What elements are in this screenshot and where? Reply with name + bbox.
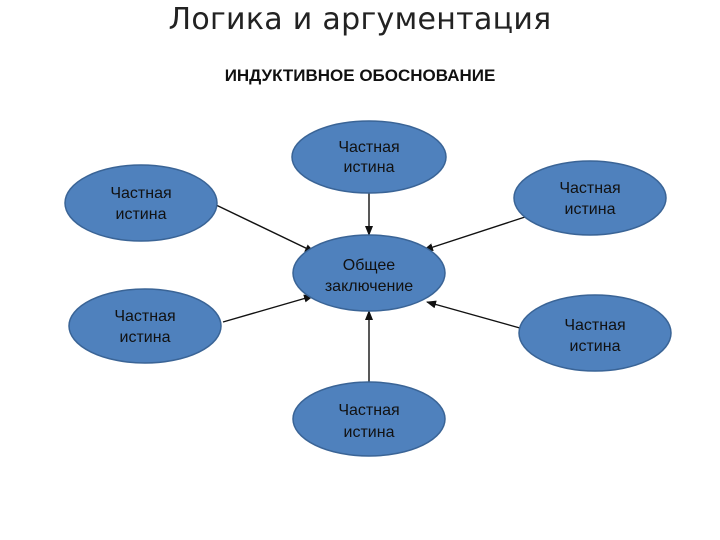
node-upper-left-line2: истина: [116, 206, 167, 223]
node-upper-left: Частная истина: [64, 164, 218, 242]
node-upper-left-line1: Частная: [110, 185, 171, 202]
node-top-line2: истина: [344, 159, 395, 176]
node-upper-right-shape: [513, 160, 667, 236]
node-center-line1: Общее: [343, 257, 395, 274]
node-upper-right-line1: Частная: [559, 180, 620, 197]
node-bottom: Частная истина: [292, 381, 446, 457]
node-center-shape: [292, 234, 446, 312]
arrow-upper-right-to-center: [423, 216, 526, 252]
node-bottom-shape: [292, 381, 446, 457]
arrow-lower-right-to-center: [426, 300, 528, 331]
node-top-line1: Частная: [338, 139, 399, 156]
page-title: Логика и аргументация: [168, 2, 552, 37]
node-lower-left-line2: истина: [120, 329, 171, 346]
node-lower-right: Частная истина: [518, 294, 672, 372]
diagram-subtitle: ИНДУКТИВНОЕ ОБОСНОВАНИЕ: [224, 66, 496, 85]
node-bottom-line2: истина: [344, 424, 395, 441]
arrow-lower-left-to-center: [222, 294, 314, 323]
node-center-line2: заключение: [325, 278, 413, 295]
node-center: Общее заключение: [292, 234, 446, 312]
node-bottom-line1: Частная: [338, 402, 399, 419]
node-lower-right-line1: Частная: [564, 317, 625, 334]
arrow-upper-left-to-center: [213, 203, 315, 253]
node-upper-right-line2: истина: [565, 201, 616, 218]
node-upper-right: Частная истина: [513, 160, 667, 236]
node-lower-right-line2: истина: [570, 338, 621, 355]
node-lower-left: Частная истина: [68, 288, 222, 364]
node-upper-left-shape: [64, 164, 218, 242]
node-top-shape: [291, 120, 447, 194]
node-lower-left-shape: [68, 288, 222, 364]
node-top: Частная истина: [291, 120, 447, 194]
node-lower-left-line1: Частная: [114, 308, 175, 325]
node-lower-right-shape: [518, 294, 672, 372]
